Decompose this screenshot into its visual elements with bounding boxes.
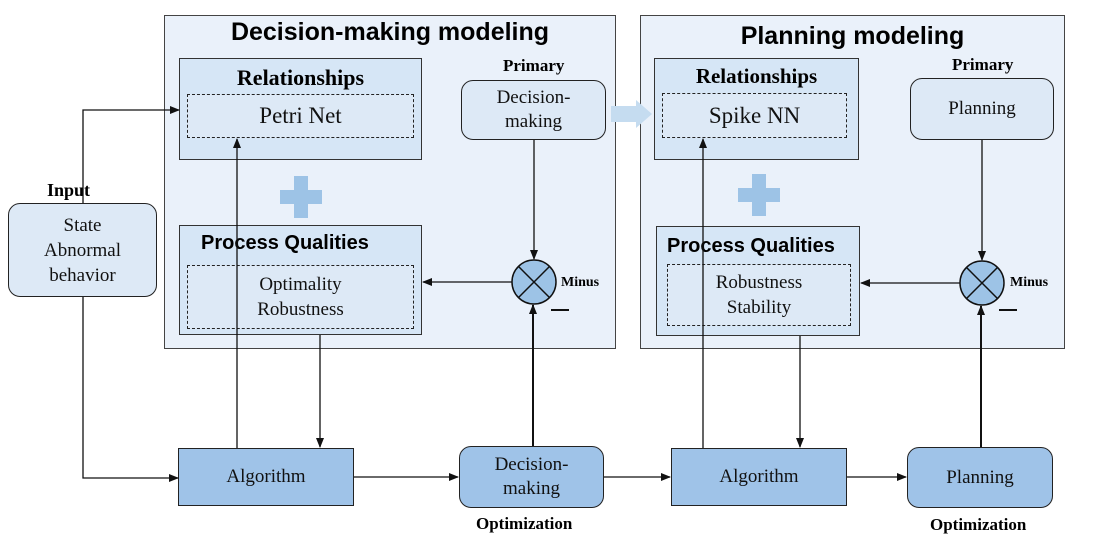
planning-primary-label: Primary <box>952 55 1014 74</box>
decision-process-inner: Optimality Robustness <box>187 265 414 329</box>
plus-icon-planning <box>738 174 780 216</box>
panel-transfer-arrow-icon <box>611 100 652 128</box>
petri-net-label: Petri Net <box>259 103 342 128</box>
decision-primary-label: Primary <box>503 56 565 75</box>
planning-relationships-title: Relationships <box>695 64 818 88</box>
optimality-label: Optimality <box>259 274 342 295</box>
decision-primary-line1: Decision- <box>496 87 571 108</box>
spike-nn-label: Spike NN <box>708 102 801 128</box>
robustness-planning-label: Robustness <box>715 272 803 293</box>
algorithm-label-2: Algorithm <box>719 466 799 487</box>
minus-bar-decision <box>551 309 569 311</box>
input-to-relationships-line <box>82 106 180 203</box>
optimization-label-1: Optimization <box>476 514 573 533</box>
planning-panel-title: Planning modeling <box>740 22 965 50</box>
input-line3: behavior <box>49 264 116 286</box>
input-label: Input <box>47 180 91 200</box>
summing-junction-icon-planning <box>959 260 1005 306</box>
decision-process-title: Process Qualities <box>201 232 369 254</box>
decision-primary-line2: making <box>505 111 562 132</box>
decision-primary-box: Decision- making <box>461 80 606 140</box>
algorithm-box-1: Algorithm <box>178 448 354 506</box>
spike-nn-box: Spike NN <box>662 93 847 138</box>
optimization-label-2: Optimization <box>930 515 1027 534</box>
decision-relationships-title: Relationships <box>236 65 365 90</box>
minus-bar-planning <box>999 309 1017 311</box>
input-line1: State <box>63 214 102 236</box>
algorithm-label-1: Algorithm <box>226 466 306 487</box>
summing-junction-icon-decision <box>511 259 557 305</box>
input-state-box: State Abnormal behavior <box>8 203 157 297</box>
plus-icon-decision <box>280 176 322 218</box>
decision-optimization-line2: making <box>503 478 560 499</box>
petri-net-box: Petri Net <box>187 94 414 138</box>
input-to-algorithm-line <box>82 297 179 482</box>
decision-panel-title: Decision-making modeling <box>230 18 550 46</box>
stability-label: Stability <box>726 297 792 318</box>
planning-optimization-box: Planning <box>907 447 1053 508</box>
decision-optimization-box: Decision- making <box>459 446 604 508</box>
algorithm-box-2: Algorithm <box>671 448 847 506</box>
robustness-label: Robustness <box>257 299 344 320</box>
planning-primary-box: Planning <box>910 78 1054 140</box>
minus-label-planning: Minus <box>1010 275 1049 290</box>
planning-process-title: Process Qualities <box>667 235 835 257</box>
minus-label-decision: Minus <box>561 275 600 290</box>
planning-optimization-label: Planning <box>946 466 1014 488</box>
planning-process-inner: Robustness Stability <box>667 264 851 326</box>
planning-primary-text: Planning <box>948 98 1016 119</box>
input-line2: Abnormal <box>43 239 122 261</box>
decision-optimization-line1: Decision- <box>494 454 569 475</box>
